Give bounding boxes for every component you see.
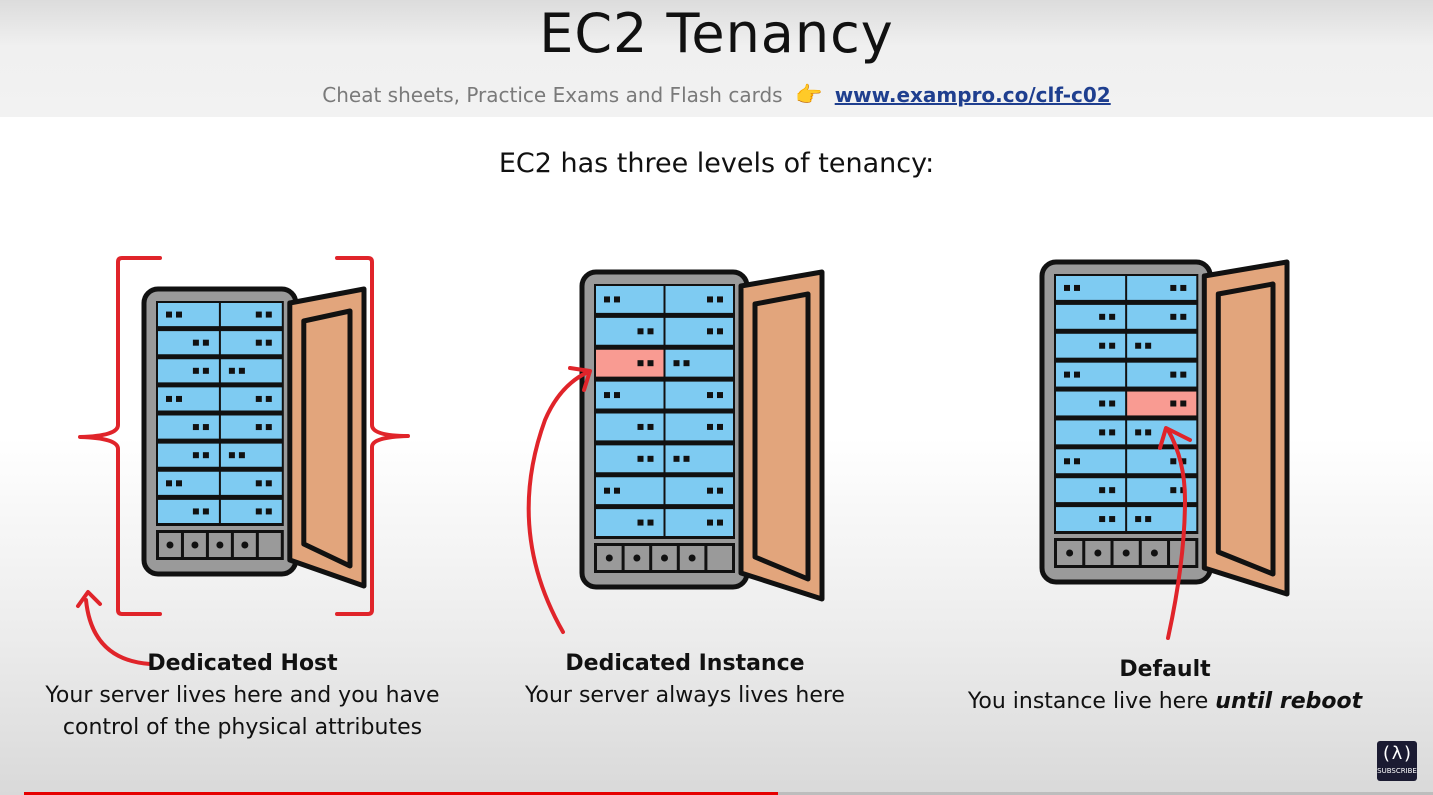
server-slot (1127, 362, 1197, 387)
fcc-subscribe-label: SUBSCRIBE (1377, 767, 1417, 775)
dedicated-host-title: Dedicated Host (147, 651, 338, 676)
slide-title: EC2 Tenancy (539, 2, 894, 65)
freecodecamp-logo-icon[interactable]: (λ) SUBSCRIBE (1377, 741, 1417, 781)
server-slot (158, 415, 219, 439)
server-slot (158, 359, 219, 383)
server-slot (1127, 333, 1197, 358)
default-desc-prefix: You instance live here (967, 689, 1216, 714)
slide-subtitle: Cheat sheets, Practice Exams and Flash c… (0, 83, 1433, 108)
server-slot (1056, 276, 1126, 300)
fcc-glyph: (λ) (1380, 743, 1414, 764)
server-slot (1127, 507, 1197, 531)
server-slot (220, 443, 282, 467)
dedicated-instance-title: Dedicated Instance (565, 651, 805, 676)
dedicated-instance-caption: Dedicated Instance Your server always li… (480, 648, 890, 712)
server-slot (1056, 391, 1126, 416)
server-slot (220, 415, 282, 439)
dedicated-instance-arrow (526, 370, 590, 634)
server-slot (220, 499, 282, 523)
exampro-link[interactable]: www.exampro.co/clf-c02 (834, 83, 1111, 107)
server-slot (1056, 449, 1126, 474)
server-slot (1127, 304, 1197, 329)
server-slot (1056, 362, 1126, 387)
intro-text: EC2 has three levels of tenancy: (498, 148, 935, 179)
default-arrow (1166, 428, 1187, 640)
server-slot (158, 331, 219, 355)
dedicated-instance-rack-icon (579, 269, 825, 602)
server-slot (1127, 478, 1197, 503)
server-slot (1056, 478, 1126, 503)
server-slot (1127, 420, 1197, 445)
subtitle-text: Cheat sheets, Practice Exams and Flash c… (322, 83, 783, 107)
default-desc-emphasis: until reboot (1215, 689, 1363, 714)
server-slot (1056, 507, 1126, 531)
server-slot (1056, 420, 1126, 445)
dedicated-host-arrow (84, 598, 152, 666)
server-slot (158, 303, 219, 327)
highlighted-server-slot (1127, 391, 1197, 416)
default-caption: Default You instance live here until reb… (945, 654, 1385, 718)
slide-header: EC2 Tenancy Cheat sheets, Practice Exams… (0, 0, 1433, 117)
dedicated-host-caption: Dedicated Host Your server lives here an… (30, 648, 455, 744)
dedicated-instance-desc: Your server always lives here (525, 683, 845, 708)
dedicated-host-desc-1: Your server lives here and you have (45, 683, 440, 708)
dedicated-host-rack-icon (141, 286, 367, 589)
server-slot (220, 331, 282, 355)
server-slot (1127, 276, 1197, 300)
server-slot (1056, 333, 1126, 358)
server-slot (220, 387, 282, 411)
server-slot (220, 303, 282, 327)
video-progress-fill (24, 792, 778, 795)
server-slot (1056, 304, 1126, 329)
dedicated-host-desc-2: control of the physical attributes (62, 715, 423, 740)
pointing-hand-icon: 👉 (794, 83, 823, 108)
default-rack-icon (1039, 259, 1290, 597)
server-slot (158, 387, 219, 411)
server-slot (158, 499, 219, 523)
server-slot (158, 443, 219, 467)
server-slot (220, 359, 282, 383)
default-title: Default (1119, 657, 1211, 682)
server-slot (220, 471, 282, 495)
server-slot (158, 471, 219, 495)
left-brace-mark (78, 256, 162, 616)
right-brace-mark (335, 256, 410, 616)
video-progress-bar[interactable] (24, 792, 1433, 795)
